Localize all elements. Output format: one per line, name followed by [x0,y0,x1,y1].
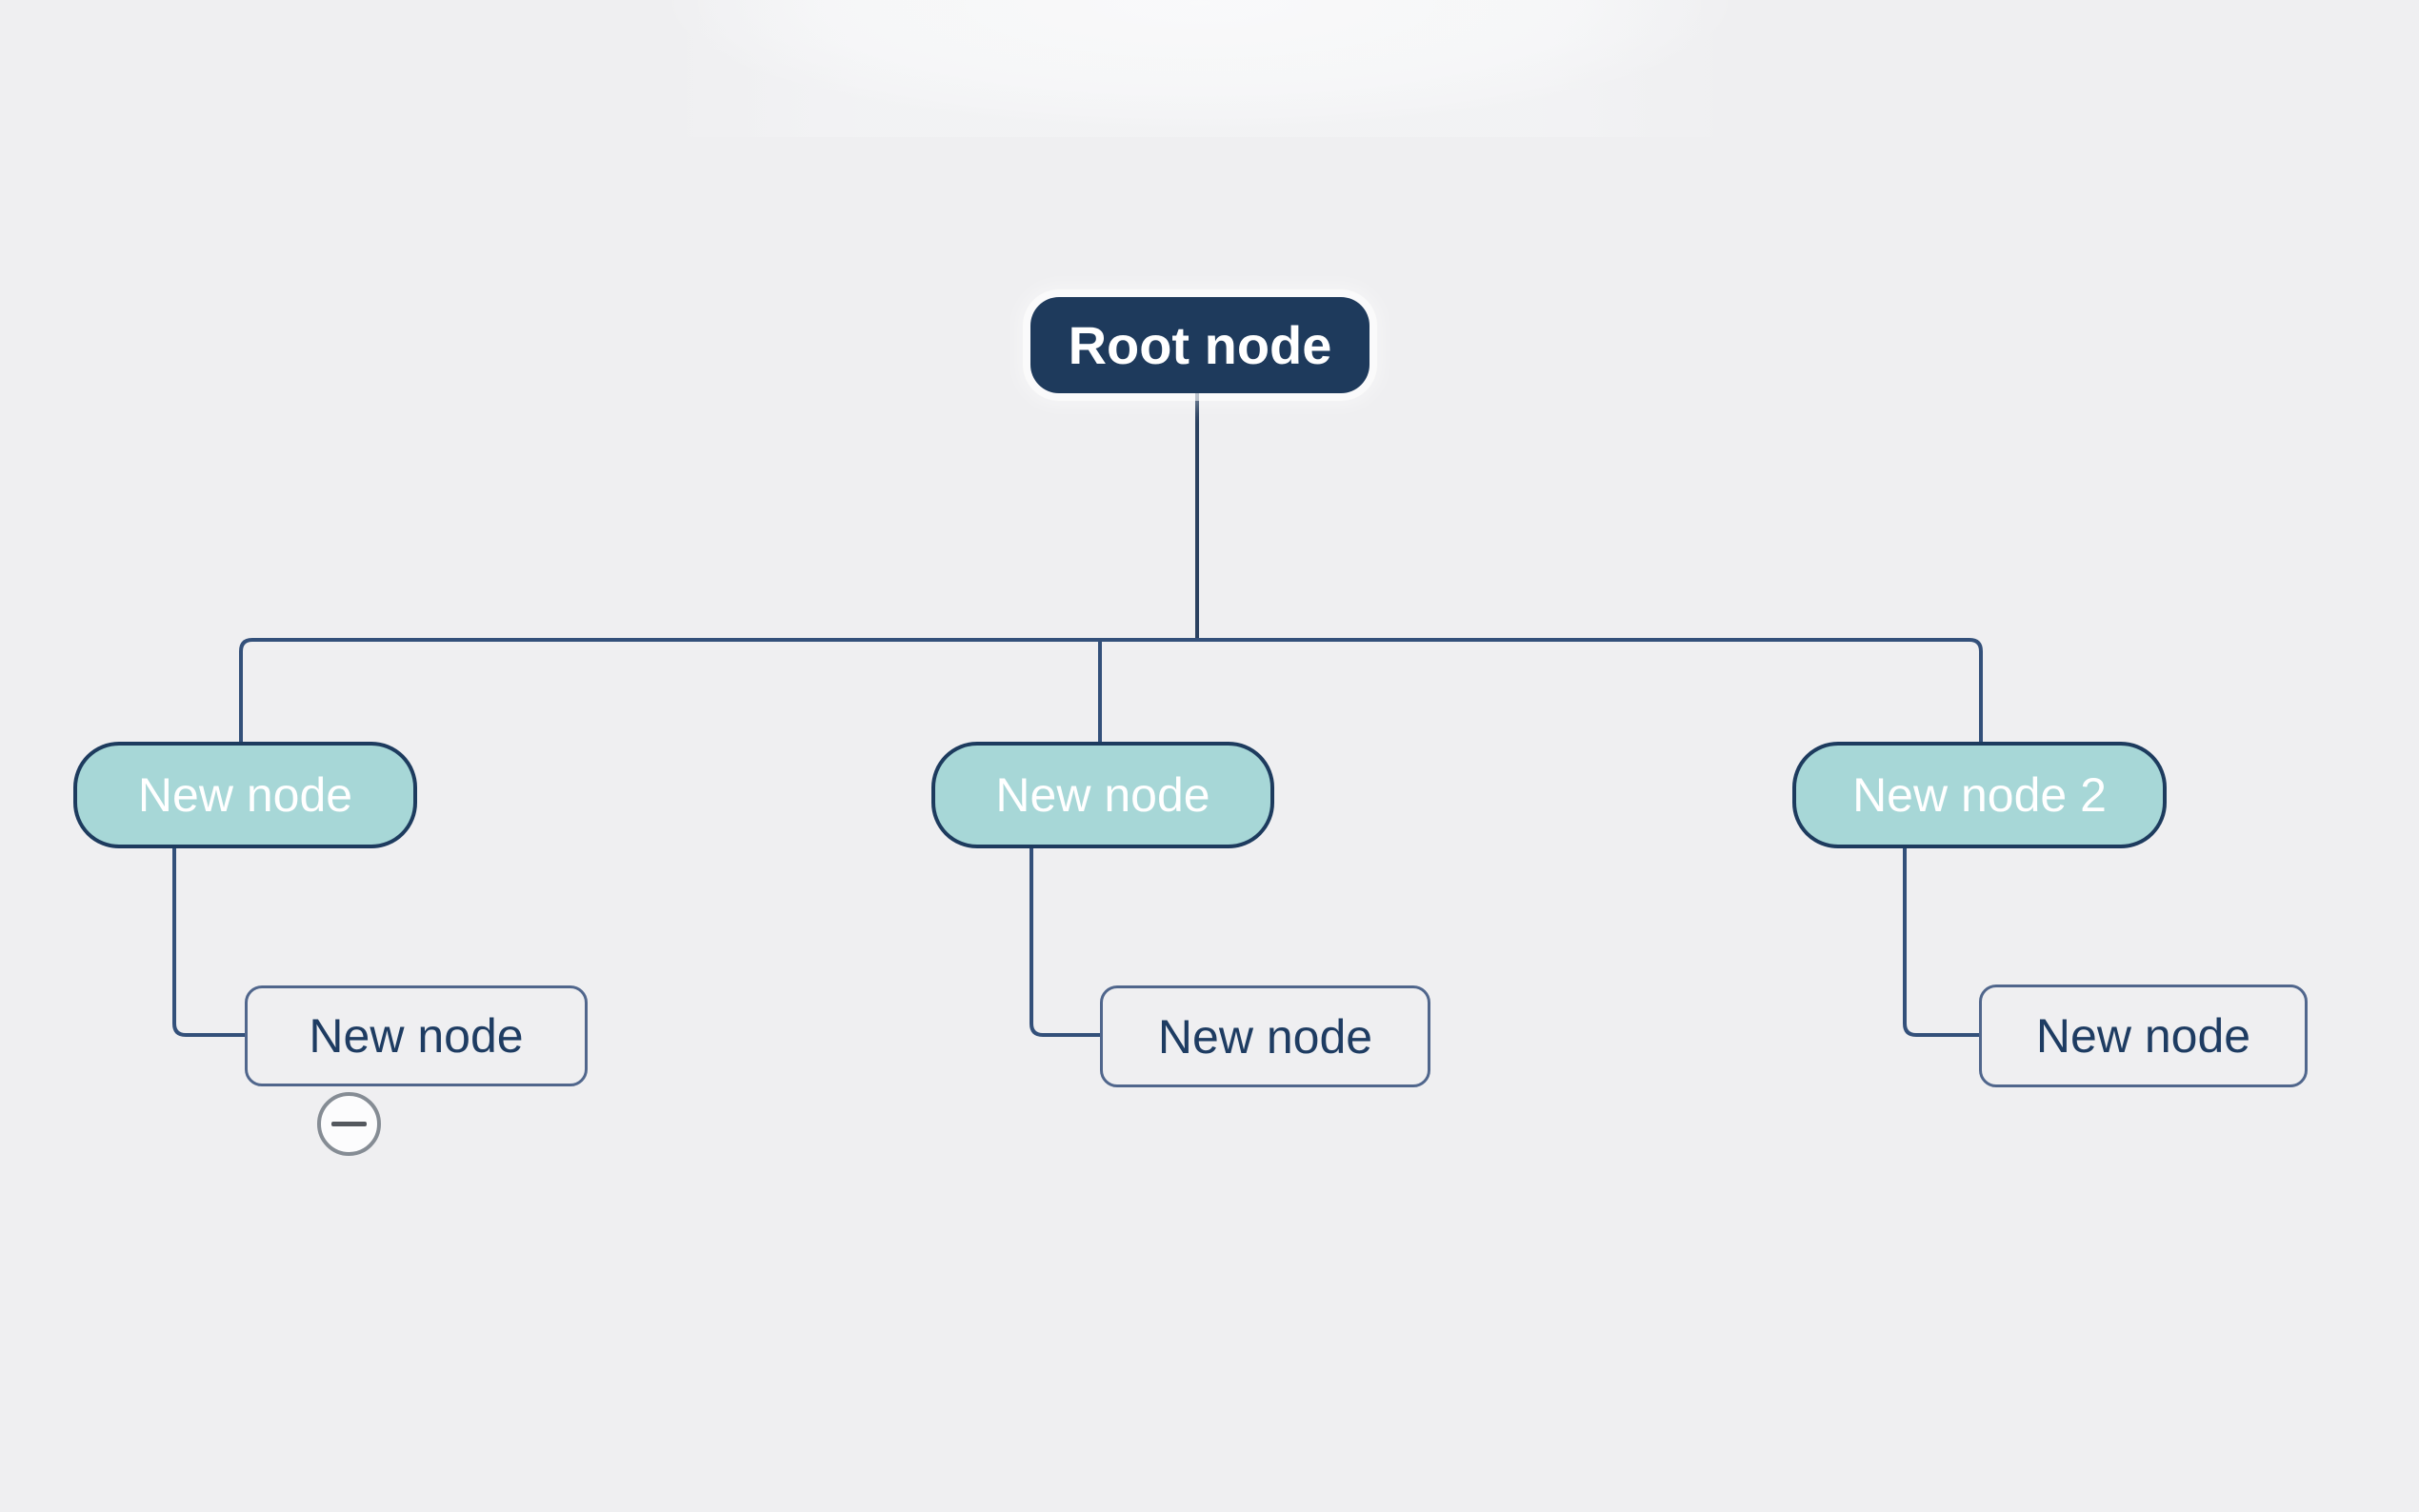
background-highlight-edge [667,0,1733,137]
branch-node-2-label: New node [995,768,1210,822]
connector-branch2-child [1030,846,1103,1037]
root-node[interactable]: Root node [1030,297,1369,393]
child-node-3-label: New node [2035,1009,2251,1063]
branch-node-1[interactable]: New node [73,742,417,848]
connector-main-bracket [239,638,1983,742]
connector-branch1-child [172,846,248,1037]
child-node-3[interactable]: New node [1979,985,2308,1087]
branch-node-2[interactable]: New node [931,742,1274,848]
branch-node-3[interactable]: New node 2 [1792,742,2167,848]
root-node-label: Root node [1068,315,1332,375]
background-highlight [533,0,1867,138]
child-node-1[interactable]: New node [245,985,588,1086]
child-node-2-label: New node [1157,1009,1373,1064]
collapse-button[interactable] [317,1092,381,1156]
child-node-2[interactable]: New node [1100,985,1430,1087]
branch-node-1-label: New node [137,768,353,822]
connector-branch3-child [1903,846,1982,1037]
minus-circle-icon [331,1122,367,1126]
branch-node-3-label: New node 2 [1852,768,2107,822]
child-node-1-label: New node [309,1009,524,1063]
